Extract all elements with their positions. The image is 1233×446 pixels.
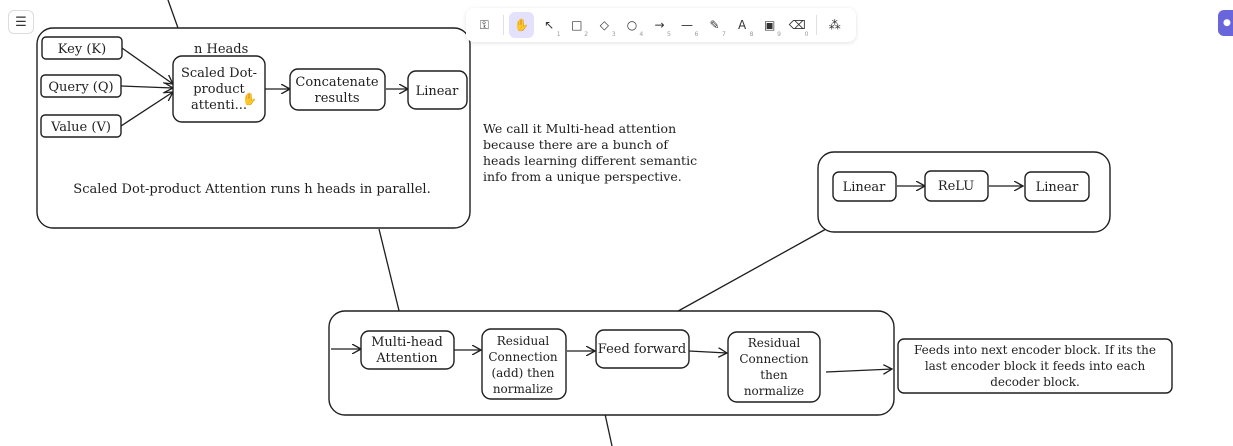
lock-tool-button[interactable]: ⚿ (472, 12, 497, 38)
hand-icon: ✋ (514, 18, 530, 32)
feed-forward-box[interactable] (595, 329, 690, 369)
value-box-label: Value (V) (50, 120, 111, 135)
mha-line-1: Multi-head (371, 335, 443, 350)
scaled-dot-line-2: product (193, 82, 245, 97)
main-menu-button[interactable]: ☰ (8, 10, 34, 34)
ffn-linear-1-label: Linear (843, 180, 887, 195)
shortcut-key: 2 (584, 31, 589, 38)
user-icon: ● (1223, 18, 1231, 28)
note-line-2: because there are a bunch of (483, 137, 669, 152)
arrow-key-to-scaled[interactable] (121, 47, 173, 84)
res2-line-3: then (760, 368, 788, 382)
arrow-ffn-to-res2[interactable] (688, 351, 727, 353)
concat-line-2: results (314, 91, 359, 106)
hamburger-icon: ☰ (15, 14, 27, 30)
linear-top-label: Linear (416, 84, 460, 99)
n-heads-label: n Heads (194, 42, 248, 57)
text-icon: A (738, 18, 747, 32)
scaled-caption: Scaled Dot-product Attention runs h head… (73, 182, 430, 197)
draw-tool-button[interactable]: ✎ 7 (702, 12, 727, 38)
linear-top-box[interactable] (407, 70, 468, 110)
more-tools-button[interactable]: ⁂ (822, 12, 847, 38)
feeds-into-line-2: last encoder block it feeds into each (925, 359, 1146, 373)
ffn-relu-label: ReLU (938, 179, 974, 194)
shapes-library-icon: ⁂ (828, 18, 841, 32)
eraser-icon: ⌫ (788, 18, 806, 32)
concatenate-box[interactable] (289, 68, 386, 111)
res2-line-4: normalize (744, 384, 804, 398)
ffn-linear-1-box[interactable] (832, 171, 897, 202)
residual-2-box[interactable] (727, 331, 821, 403)
shortcut-key: 1 (556, 31, 561, 38)
note-line-4: info from a unique perspective. (483, 169, 682, 184)
connector-encoder-to-bottom[interactable] (604, 413, 613, 446)
feeds-into-box[interactable] (897, 338, 1173, 394)
shortcut-key: 6 (694, 31, 699, 38)
shortcut-key: 8 (749, 31, 754, 38)
res1-line-3: (add) then (491, 366, 554, 380)
feeds-into-line-3: decoder block. (990, 375, 1080, 389)
line-tool-button[interactable]: — 6 (675, 12, 700, 38)
arrow-tool-button[interactable]: → 5 (647, 12, 672, 38)
res1-line-2: Connection (488, 350, 558, 364)
diamond-icon: ◇ (599, 18, 610, 32)
ffn-relu-box[interactable] (924, 170, 989, 202)
image-icon: ▣ (764, 18, 776, 32)
pencil-icon: ✎ (709, 18, 720, 32)
arrow-res2-to-output[interactable] (825, 369, 892, 372)
scaled-dot-line-3: attenti... (191, 98, 247, 113)
shortcut-key: 7 (722, 31, 726, 38)
shortcut-key: 3 (611, 31, 616, 38)
note-line-3: heads learning different semantic (483, 153, 697, 168)
res2-line-2: Connection (739, 352, 809, 366)
key-box-label: Key (K) (58, 42, 106, 57)
pointer-icon: ↖ (544, 18, 555, 32)
shortcut-key: 5 (666, 31, 671, 38)
mha-line-2: Attention (375, 351, 438, 366)
feeds-into-line-1: Feeds into next encoder block. If its th… (914, 343, 1156, 357)
res1-line-1: Residual (497, 334, 550, 348)
arrow-value-to-scaled[interactable] (120, 92, 173, 127)
lock-icon: ⚿ (479, 17, 489, 32)
res2-line-1: Residual (748, 336, 801, 350)
line-icon: — (681, 18, 694, 32)
scaled-dot-line-1: Scaled Dot- (181, 66, 257, 81)
shortcut-key: 0 (804, 31, 809, 38)
hand-cursor-icon: ✋ (242, 92, 257, 106)
ffn-linear-2-box[interactable] (1024, 171, 1090, 202)
ellipse-tool-button[interactable]: ○ 4 (620, 12, 645, 38)
selection-tool-button[interactable]: ↖ 1 (537, 12, 562, 38)
feed-forward-label: Feed forward (598, 342, 686, 357)
res1-line-4: normalize (493, 382, 553, 396)
arrow-icon: → (654, 18, 665, 32)
rectangle-tool-button[interactable]: □ 2 (565, 12, 590, 38)
toolbar-divider (502, 15, 504, 35)
concat-line-1: Concatenate (295, 75, 378, 90)
image-tool-button[interactable]: ▣ 9 (757, 12, 782, 38)
arrow-query-to-scaled[interactable] (120, 86, 173, 88)
shortcut-key: 4 (639, 31, 644, 38)
rectangle-icon: □ (571, 18, 583, 32)
residual-1-box[interactable] (481, 328, 567, 400)
shortcut-key: 9 (777, 31, 781, 38)
diamond-tool-button[interactable]: ◇ 3 (592, 12, 617, 38)
toolbar-divider (815, 15, 817, 35)
query-box-label: Query (Q) (48, 80, 113, 95)
collaborate-button[interactable]: ● (1218, 10, 1233, 36)
ffn-linear-2-label: Linear (1036, 180, 1080, 195)
eraser-tool-button[interactable]: ⌫ 0 (785, 12, 810, 38)
text-tool-button[interactable]: A 8 (730, 12, 755, 38)
hand-tool-button[interactable]: ✋ (509, 12, 535, 38)
ellipse-icon: ○ (626, 18, 638, 32)
note-line-1: We call it Multi-head attention (483, 121, 676, 136)
tools-toolbar: ⚿ ✋ ↖ 1 □ 2 ◇ 3 ○ 4 → 5 — 6 ✎ 7 A 8 ▣ 9 … (466, 8, 856, 42)
